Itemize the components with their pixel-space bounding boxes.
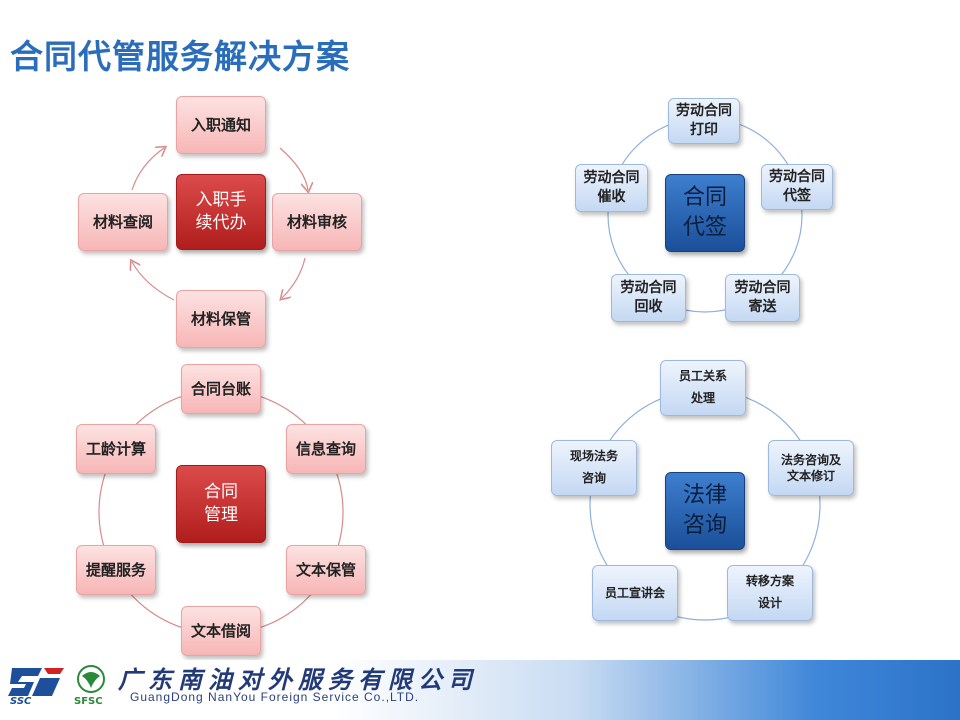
node-onsite-legal: 现场法务 咨询 — [551, 440, 637, 496]
node-contract-send: 劳动合同 寄送 — [725, 274, 800, 322]
arc-arrow-2 — [282, 257, 306, 298]
node-info-query: 信息查询 — [286, 424, 366, 474]
node-onboarding-notice: 入职通知 — [176, 96, 266, 154]
node-employee-relations: 员工关系 处理 — [660, 360, 746, 416]
center-legal-consult: 法律 咨询 — [665, 472, 745, 550]
company-logo-icon — [8, 668, 64, 696]
node-material-lookup: 材料查阅 — [78, 193, 168, 251]
node-reminder-service: 提醒服务 — [76, 545, 156, 595]
center-contract-management: 合同 管理 — [176, 465, 266, 543]
center-onboarding-service: 入职手 续代办 — [176, 174, 266, 250]
globe-logo-icon — [77, 665, 105, 693]
arc-arrow-4 — [131, 148, 164, 191]
node-contract-sign: 劳动合同 代签 — [761, 164, 833, 210]
arc-arrow-3 — [132, 262, 175, 301]
node-legal-consult-revision: 法务咨询及 文本修订 — [768, 440, 854, 496]
arc-arrow-1 — [279, 147, 308, 190]
node-text-storage: 文本保管 — [286, 545, 366, 595]
logo-left-text: SSC — [10, 696, 32, 707]
node-contract-print: 劳动合同 打印 — [668, 98, 740, 144]
center-contract-sign: 合同 代签 — [665, 174, 745, 252]
footer-band — [0, 660, 960, 720]
node-contract-return: 劳动合同 回收 — [611, 274, 686, 322]
node-material-storage: 材料保管 — [176, 290, 266, 348]
node-text-borrow: 文本借阅 — [181, 606, 261, 656]
node-contract-urge: 劳动合同 催收 — [575, 164, 648, 212]
page-title: 合同代管服务解决方案 — [10, 37, 350, 76]
node-employee-briefing: 员工宣讲会 — [592, 565, 678, 621]
node-material-review: 材料审核 — [272, 193, 362, 251]
node-transfer-plan: 转移方案 设计 — [727, 565, 813, 621]
logo-right-text: SFSC — [74, 696, 103, 707]
company-name-en: GuangDong NanYou Foreign Service Co.,LTD… — [130, 690, 420, 704]
node-seniority-calc: 工龄计算 — [76, 424, 156, 474]
node-contract-ledger: 合同台账 — [181, 364, 261, 414]
company-name-cn: 广东南油对外服务有限公司 — [118, 665, 478, 694]
